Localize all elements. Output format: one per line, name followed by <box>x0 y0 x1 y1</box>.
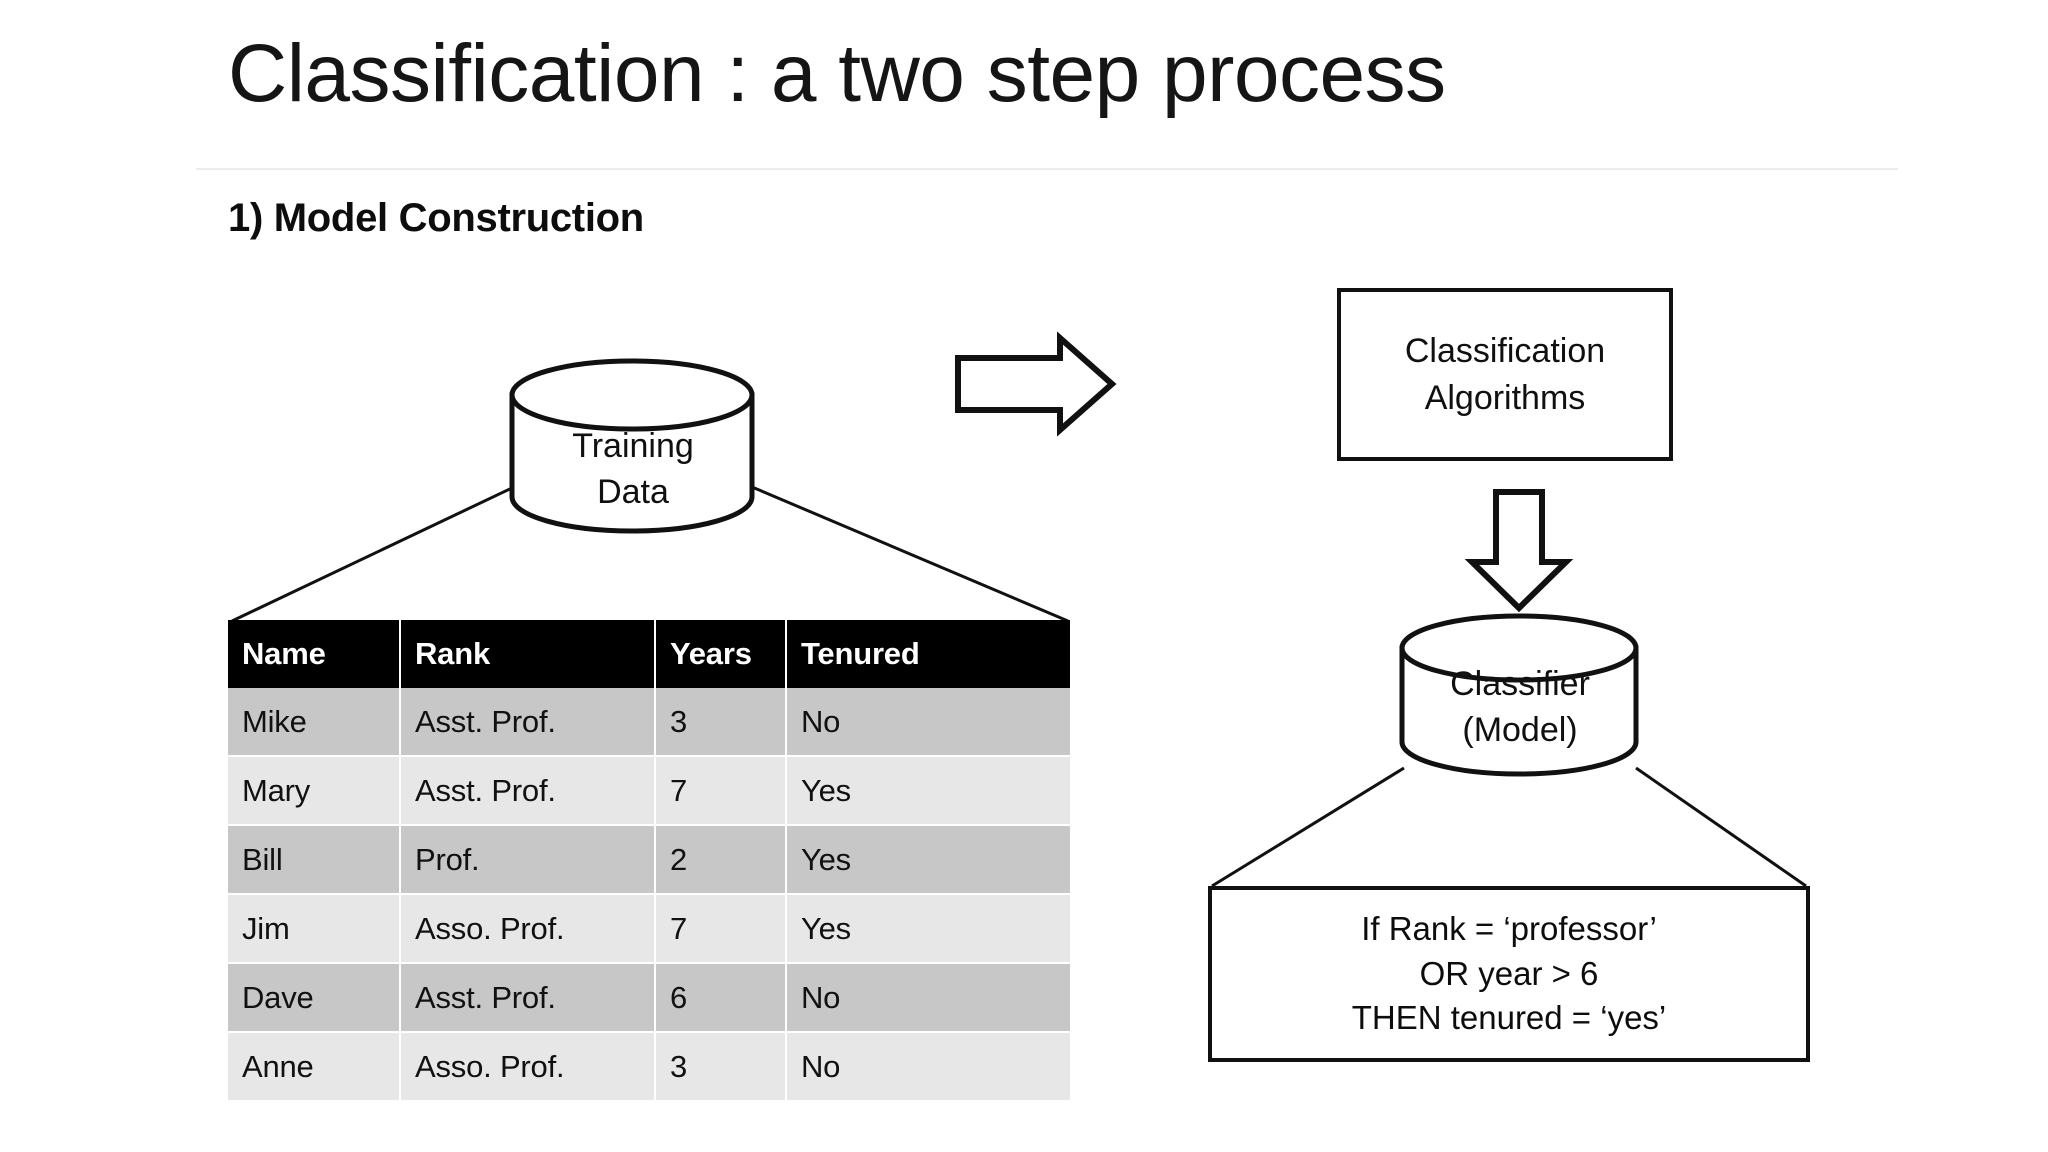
column-header-rank: Rank <box>400 620 656 688</box>
cell-rank: Asst. Prof. <box>400 963 656 1033</box>
step-heading: 1) Model Construction <box>228 196 644 240</box>
column-header-name: Name <box>228 620 401 688</box>
cell-rank: Asso. Prof. <box>400 1032 656 1102</box>
down-block-arrow <box>1464 489 1574 613</box>
cell-years: 3 <box>655 688 787 757</box>
cell-tenured: Yes <box>786 894 1070 964</box>
cell-name: Anne <box>228 1032 401 1102</box>
cell-years: 6 <box>655 963 787 1033</box>
table-header-row: Name Rank Years Tenured <box>228 620 1070 688</box>
table-row: Mike Asst. Prof. 3 No <box>228 688 1070 757</box>
page-title: Classification : a two step process <box>228 28 1446 119</box>
cell-years: 2 <box>655 825 787 895</box>
cell-years: 3 <box>655 1032 787 1102</box>
cell-rank: Asso. Prof. <box>400 894 656 964</box>
classification-algorithms-box: Classification Algorithms <box>1337 288 1673 461</box>
classification-algorithms-label: Classification Algorithms <box>1404 332 1606 417</box>
cell-rank: Asst. Prof. <box>400 756 656 826</box>
classifier-fan-connector <box>1211 766 1807 888</box>
classification-rule-box: If Rank = ‘professor’ OR year > 6 THEN t… <box>1208 886 1810 1062</box>
classifier-model-label: Classifier (Model) <box>1450 665 1590 749</box>
cell-years: 7 <box>655 756 787 826</box>
table-row: Mary Asst. Prof. 7 Yes <box>228 756 1070 826</box>
table-row: Anne Asso. Prof. 3 No <box>228 1032 1070 1102</box>
column-header-tenured: Tenured <box>786 620 1070 688</box>
cell-name: Mary <box>228 756 401 826</box>
cell-name: Dave <box>228 963 401 1033</box>
cell-name: Bill <box>228 825 401 895</box>
cell-tenured: Yes <box>786 756 1070 826</box>
title-divider <box>196 168 1898 170</box>
cell-name: Jim <box>228 894 401 964</box>
table-row: Jim Asso. Prof. 7 Yes <box>228 894 1070 964</box>
cell-tenured: Yes <box>786 825 1070 895</box>
training-data-table: Name Rank Years Tenured Mike Asst. Prof.… <box>228 620 1070 1102</box>
training-data-label: Training Data <box>572 427 694 511</box>
cell-tenured: No <box>786 688 1070 757</box>
cell-name: Mike <box>228 688 401 757</box>
cell-rank: Prof. <box>400 825 656 895</box>
table-row: Dave Asst. Prof. 6 No <box>228 963 1070 1033</box>
cell-years: 7 <box>655 894 787 964</box>
cell-tenured: No <box>786 963 1070 1033</box>
cell-rank: Asst. Prof. <box>400 688 656 757</box>
cell-tenured: No <box>786 1032 1070 1102</box>
table-row: Bill Prof. 2 Yes <box>228 825 1070 895</box>
column-header-years: Years <box>655 620 787 688</box>
classification-rule-text: If Rank = ‘professor’ OR year > 6 THEN t… <box>1351 909 1667 1037</box>
right-block-arrow <box>955 331 1117 437</box>
